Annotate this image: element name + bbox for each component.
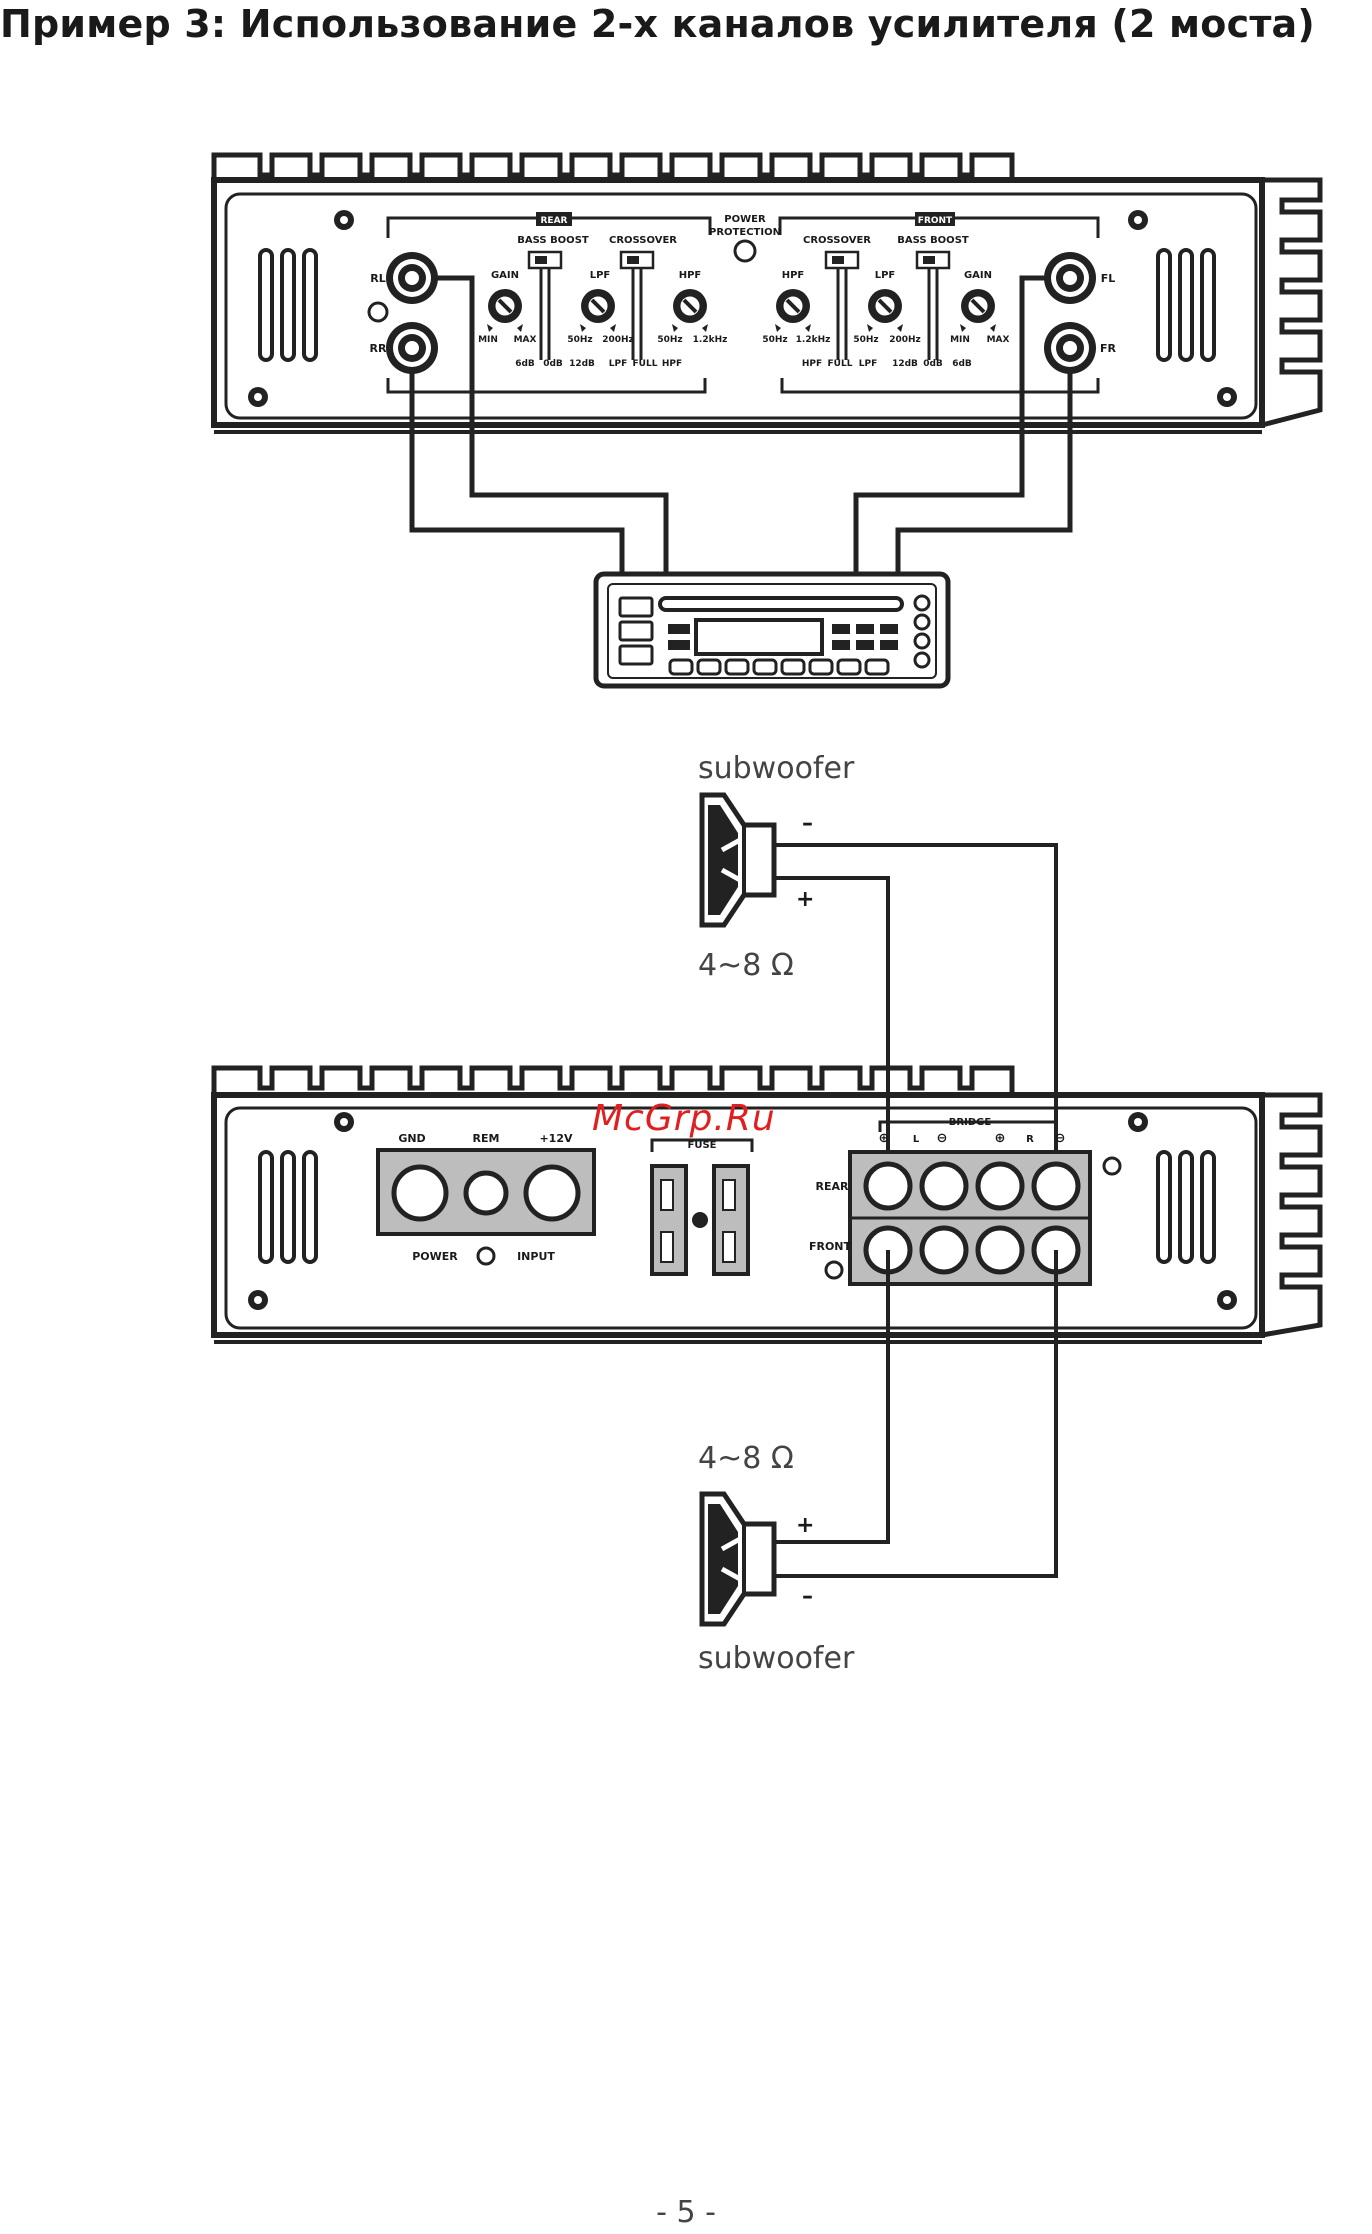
front-gain-min: MIN: [950, 335, 970, 345]
rca-fr-jack[interactable]: [1044, 322, 1096, 374]
rear-xo-hpf: HPF: [662, 359, 682, 369]
subwoofer-bottom-minus: –: [802, 1584, 813, 1609]
front-lpf-knob[interactable]: [865, 287, 905, 334]
rear-lpf-max: 200Hz: [602, 335, 634, 345]
front-lpf-label: LPF: [875, 270, 896, 281]
speaker-wires-bottom: [774, 1250, 1058, 1578]
power-label: POWER: [412, 1250, 458, 1263]
rear-gain-label: GAIN: [491, 270, 519, 281]
subwoofer-bottom-speaker-icon: [702, 1494, 774, 1624]
rca-rl-jack[interactable]: [386, 252, 438, 304]
rl-label: RL: [370, 272, 385, 285]
rear-xo-full: FULL: [633, 359, 658, 369]
rear-crossover-label: CROSSOVER: [609, 235, 677, 246]
rear-bass-boost-label: BASS BOOST: [517, 235, 589, 246]
rear-lpf-knob[interactable]: [578, 287, 618, 334]
rem-terminal[interactable]: [463, 1170, 509, 1216]
subwoofer-top-speaker-icon: [702, 795, 774, 925]
rear-gain-max: MAX: [514, 335, 537, 345]
rca-wires: [409, 275, 1073, 575]
subwoofer-top-plus: +: [796, 887, 814, 912]
plus12v-label: +12V: [539, 1132, 573, 1145]
rear-bb-0db: 0dB: [543, 359, 563, 369]
rear-l-neg-terminal[interactable]: [922, 1164, 966, 1208]
watermark: McGrp.Ru: [592, 1098, 776, 1139]
head-unit: [593, 571, 951, 689]
top-amplifier: REAR FRONT POWER PROTECTION RL RR FL FR …: [211, 152, 1323, 434]
front-section-label: FRONT: [918, 216, 953, 226]
front-crossover-label: CROSSOVER: [803, 235, 871, 246]
front-label: FRONT: [809, 1240, 852, 1253]
rear-gain-knob[interactable]: [485, 287, 525, 334]
rear-lpf-min: 50Hz: [567, 335, 592, 345]
rear-hpf-label: HPF: [679, 270, 702, 281]
rear-bb-6db: 6dB: [515, 359, 535, 369]
front-lpf-min: 50Hz: [853, 335, 878, 345]
front-bass-boost-label: BASS BOOST: [897, 235, 969, 246]
rear-hpf-knob[interactable]: [670, 287, 710, 334]
input-label: INPUT: [517, 1250, 555, 1263]
plus12v-terminal[interactable]: [523, 1164, 581, 1222]
bridge-l-label: L: [913, 1134, 920, 1145]
subwoofer-bottom-plus: +: [796, 1513, 814, 1538]
rear-r-pos-terminal[interactable]: [978, 1164, 1022, 1208]
front-r-pos-terminal[interactable]: [978, 1228, 1022, 1272]
front-xo-lpf: LPF: [859, 359, 877, 369]
fuse-label: FUSE: [688, 1140, 717, 1151]
front-l-neg-terminal[interactable]: [922, 1228, 966, 1272]
bridge-neg-left: ⊖: [937, 1131, 948, 1146]
front-hpf-label: HPF: [782, 270, 805, 281]
fl-label: FL: [1101, 272, 1116, 285]
bridge-label: BRIDGE: [949, 1117, 992, 1128]
rear-hpf-min: 50Hz: [657, 335, 682, 345]
front-bb-12db: 12dB: [892, 359, 918, 369]
front-gain-label: GAIN: [964, 270, 992, 281]
rear-gain-min: MIN: [478, 335, 498, 345]
power-protection-label-1: POWER: [724, 214, 766, 225]
rear-bb-12db: 12dB: [569, 359, 595, 369]
rear-hpf-max: 1.2kHz: [693, 335, 728, 345]
subwoofer-top-impedance: 4~8 Ω: [698, 948, 794, 983]
bridge-pos-left: ⊕: [879, 1131, 890, 1146]
front-bb-0db: 0dB: [923, 359, 943, 369]
subwoofer-top-minus: –: [802, 811, 813, 836]
subwoofer-top-label: subwoofer: [698, 751, 855, 786]
front-bass-boost-switch[interactable]: [915, 250, 951, 362]
rear-l-pos-terminal[interactable]: [866, 1164, 910, 1208]
page-number: - 5 -: [656, 2195, 716, 2230]
bridge-neg-right: ⊖: [1055, 1131, 1066, 1146]
front-gain-max: MAX: [987, 335, 1010, 345]
front-hpf-min: 50Hz: [762, 335, 787, 345]
subwoofer-bottom-impedance: 4~8 Ω: [698, 1441, 794, 1476]
front-hpf-knob[interactable]: [773, 287, 813, 334]
rear-lpf-label: LPF: [590, 270, 611, 281]
front-lpf-max: 200Hz: [889, 335, 921, 345]
front-bb-6db: 6dB: [952, 359, 972, 369]
front-xo-full: FULL: [828, 359, 853, 369]
bridge-r-label: R: [1026, 1134, 1034, 1145]
rem-label: REM: [473, 1132, 500, 1145]
rear-xo-lpf: LPF: [609, 359, 627, 369]
subwoofer-bottom-label: subwoofer: [698, 1641, 855, 1676]
rear-r-neg-terminal[interactable]: [1034, 1164, 1078, 1208]
speaker-wires-top: [774, 843, 1058, 1185]
front-hpf-max: 1.2kHz: [796, 335, 831, 345]
rr-label: RR: [370, 342, 387, 355]
rear-label: REAR: [816, 1180, 849, 1193]
rca-rr-jack[interactable]: [386, 322, 438, 374]
page-title: Пример 3: Использование 2-х каналов усил…: [0, 2, 1315, 46]
front-xo-hpf: HPF: [802, 359, 822, 369]
front-gain-knob[interactable]: [958, 287, 998, 334]
rear-section-label: REAR: [541, 216, 568, 226]
fr-label: FR: [1100, 342, 1117, 355]
gnd-terminal[interactable]: [391, 1164, 449, 1222]
power-led-icon: [476, 1246, 496, 1266]
bridge-pos-right: ⊕: [995, 1131, 1006, 1146]
rca-fl-jack[interactable]: [1044, 252, 1096, 304]
gnd-label: GND: [398, 1132, 425, 1145]
power-protection-label-2: PROTECTION: [709, 227, 781, 238]
